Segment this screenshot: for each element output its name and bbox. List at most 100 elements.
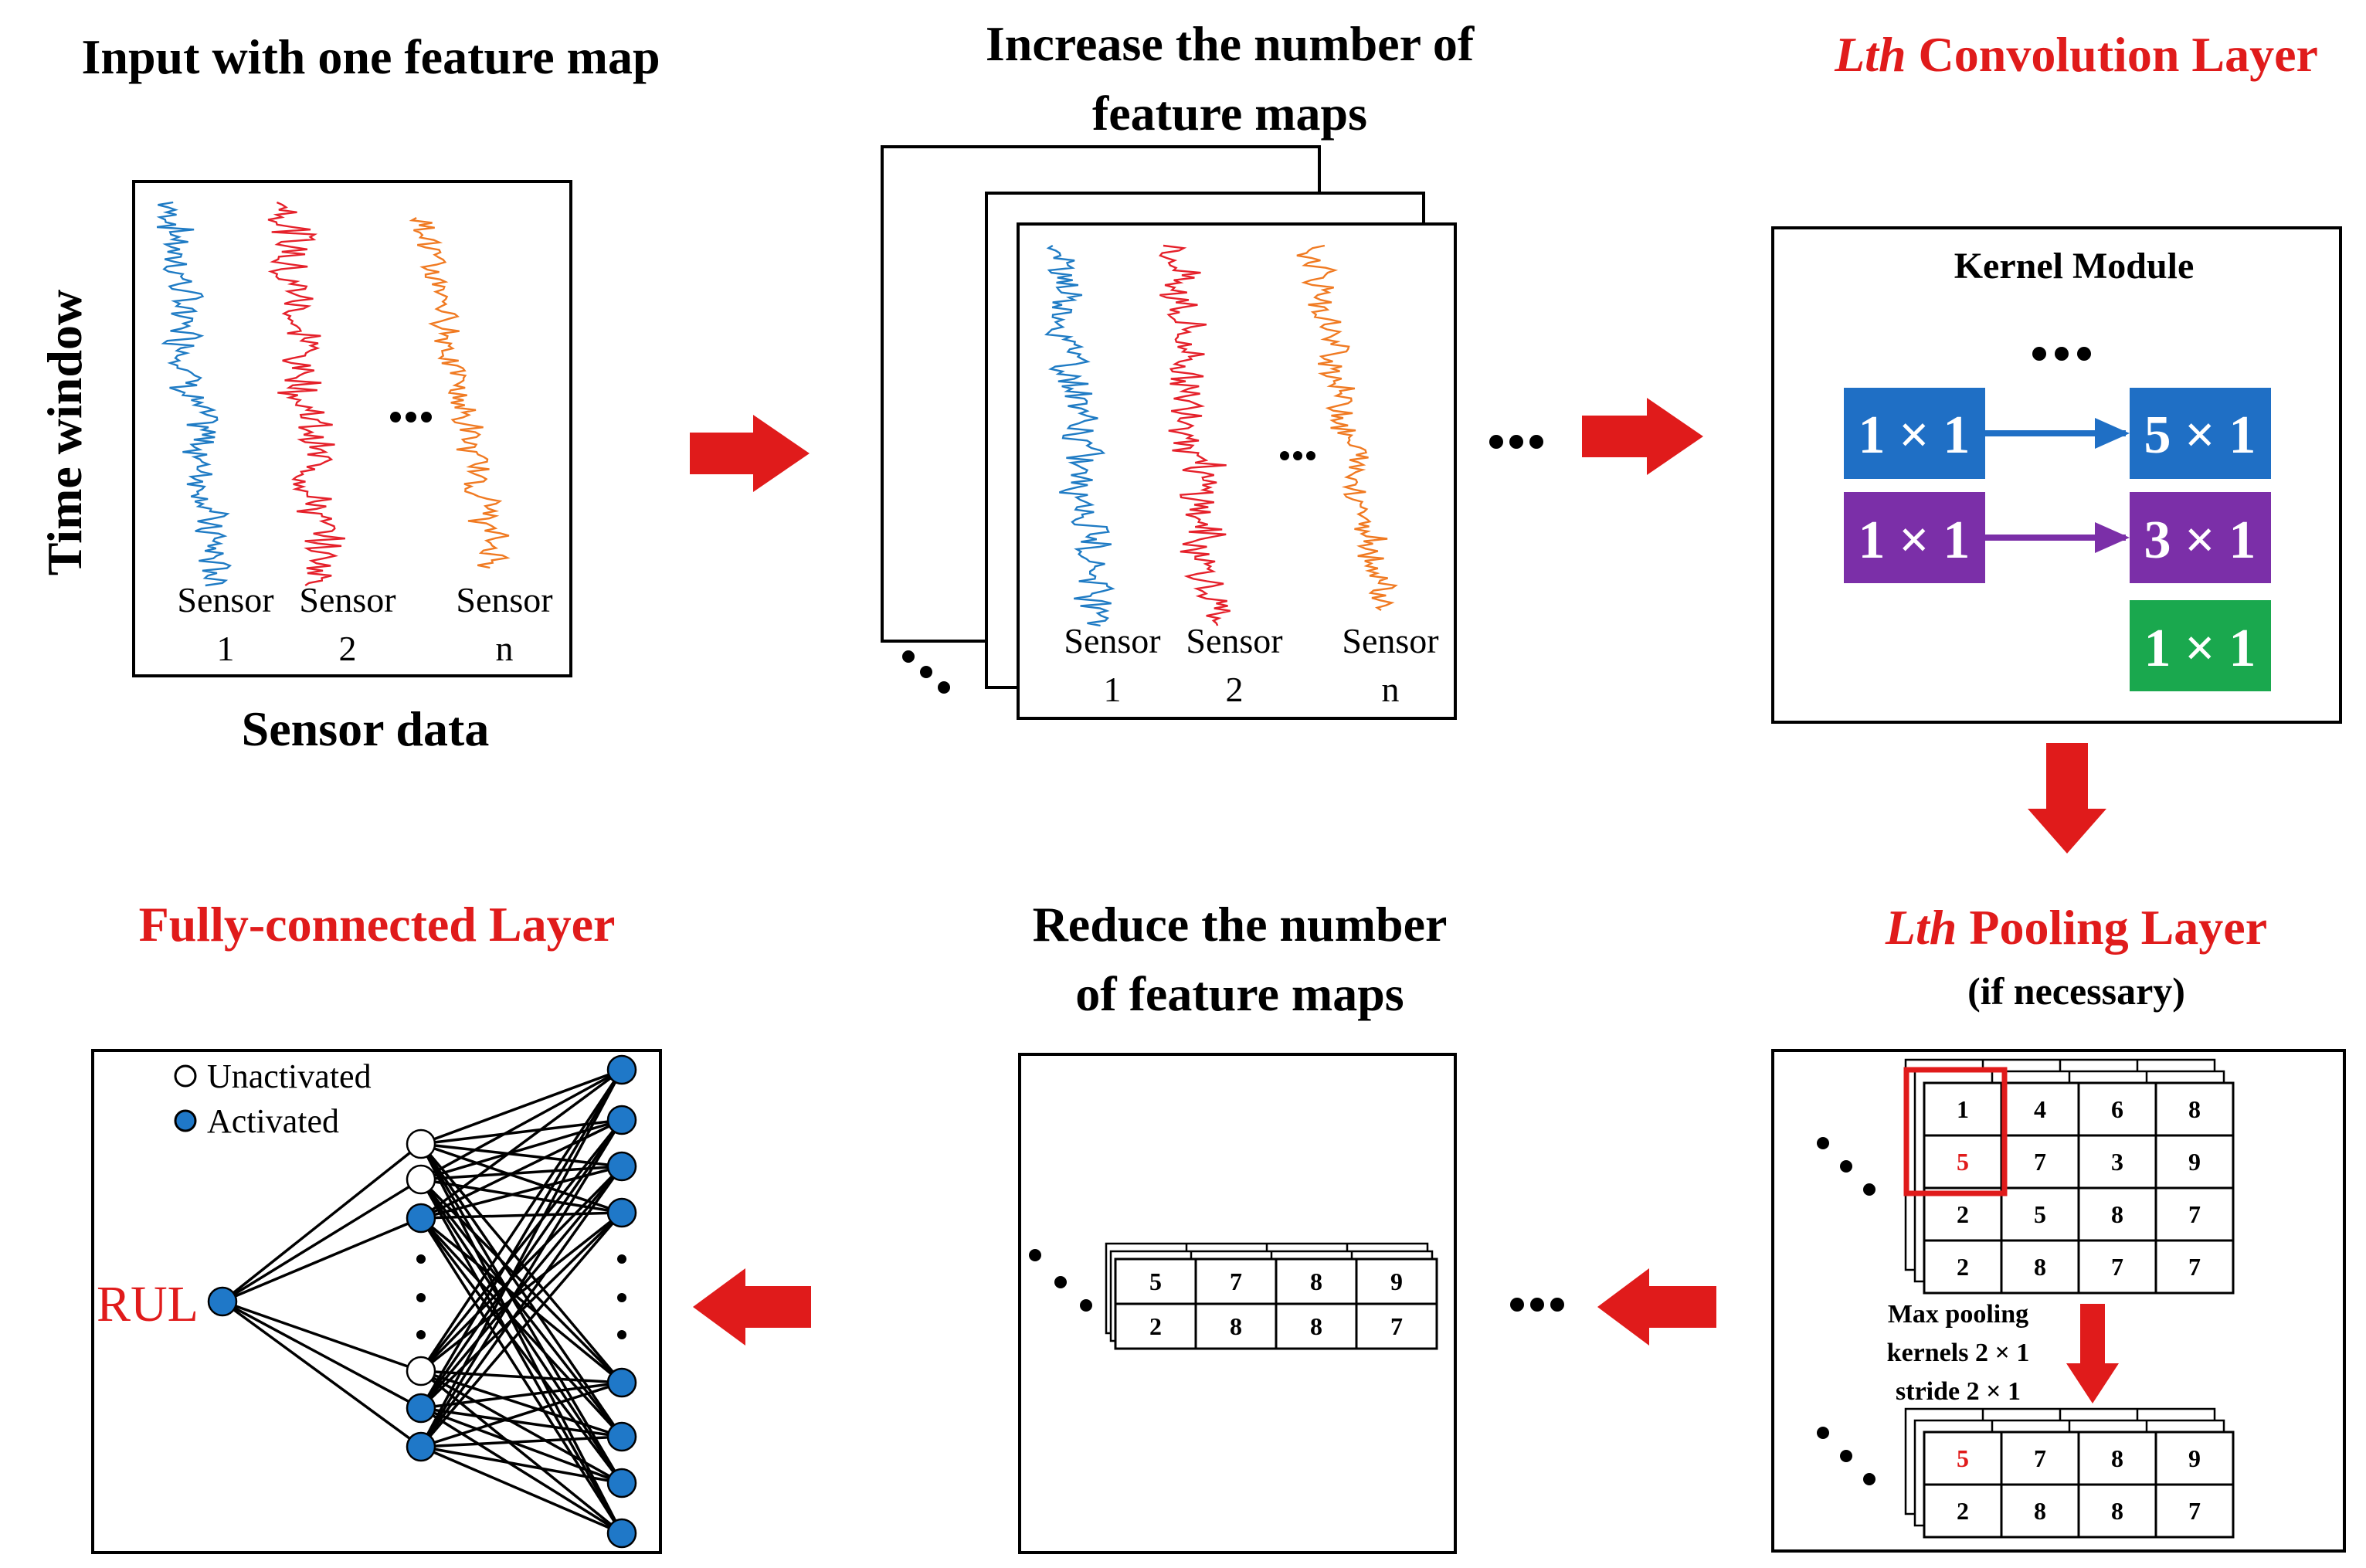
reduce-cell-value: 8 <box>1230 1312 1242 1340</box>
time-window-label: Time window <box>37 290 92 575</box>
fc-box <box>91 1049 662 1554</box>
p2-sensor1-label: Sensor <box>1064 621 1160 660</box>
reduce-cell-value: 7 <box>1390 1312 1403 1340</box>
fc-edge <box>419 1165 623 1373</box>
reduce-cell-value: 8 <box>1310 1312 1322 1340</box>
pool-before-cell-value: 7 <box>2111 1253 2123 1281</box>
fc-edge-input <box>221 1142 423 1303</box>
reduce-ellipsis <box>1029 1249 1092 1312</box>
legend-unactivated-label: Unactivated <box>207 1057 372 1095</box>
fc-edge <box>420 1381 623 1410</box>
pool-arrow-down <box>2066 1304 2119 1403</box>
pool-after-cell-value: 5 <box>1957 1444 1969 1472</box>
input-sensor-signals <box>156 201 511 587</box>
fc-edge <box>419 1217 623 1384</box>
fc-output-ellipsis-dot <box>617 1293 626 1302</box>
kernel-1x1-green-label: 1 × 1 <box>2144 619 2256 678</box>
p1-sensor1-trace <box>156 201 233 587</box>
fc-edge-input <box>222 1178 422 1303</box>
fc-edge <box>419 1118 623 1410</box>
pool-after-cell-value: 2 <box>1957 1497 1969 1525</box>
fc-node-activated <box>606 1468 637 1498</box>
p1-sensor2-trace <box>267 201 346 586</box>
ellipsis-before-reduce <box>1510 1298 1564 1312</box>
pool-before-cell-value: 7 <box>2034 1148 2046 1176</box>
arrow-down <box>2028 743 2106 854</box>
pool-before-cell-value: 2 <box>1957 1253 1969 1281</box>
fc-edge <box>420 1435 623 1448</box>
fc-edge <box>419 1217 623 1438</box>
fc-edge <box>420 1068 623 1145</box>
arrow-left-1 <box>1597 1268 1716 1346</box>
pool-after-cell-value: 8 <box>2111 1444 2123 1472</box>
fc-node-activated <box>606 1151 637 1182</box>
fc-edge <box>419 1118 623 1373</box>
kernel-arrow-purple-head <box>2095 522 2130 553</box>
fc-edge <box>419 1069 623 1409</box>
pool-before-cell <box>2154 1239 2235 1295</box>
p1-sensor2-index: 2 <box>339 629 357 668</box>
fc-edge-input <box>222 1217 422 1303</box>
p1-sensor2-label: Sensor <box>299 580 395 619</box>
fc-edge <box>419 1211 623 1410</box>
fc-hidden-ellipsis-dot <box>416 1293 426 1302</box>
fc-output-ellipsis-dot <box>617 1330 626 1339</box>
p1-sensorn-index: n <box>496 629 514 668</box>
pool-before-cell-value: 6 <box>2111 1095 2123 1123</box>
kernel-5x1 <box>2130 388 2271 479</box>
fc-node-activated <box>606 1197 637 1228</box>
kernel-1x1-purple <box>1844 492 1985 583</box>
kernel-1x1-purple-label: 1 × 1 <box>1859 511 1971 570</box>
legend-activated-label: Activated <box>207 1102 339 1140</box>
kernel-module-ellipsis <box>2032 347 2091 361</box>
fc-edges <box>221 1068 623 1535</box>
fc-edge <box>419 1211 623 1373</box>
kernel-1x1-blue-label: 1 × 1 <box>1859 406 1971 465</box>
fc-node-unactivated <box>406 1128 436 1159</box>
p1-sensorn-trace <box>409 216 511 569</box>
panel-reduce-title-1: Reduce the number <box>1033 897 1448 952</box>
fc-edge <box>419 1068 623 1220</box>
fc-edge <box>419 1119 623 1448</box>
fc-node-activated <box>406 1203 436 1234</box>
fc-edge-input <box>221 1300 423 1448</box>
p1-sensorn-label: Sensor <box>456 580 552 619</box>
reduce-cell-value: 7 <box>1230 1268 1242 1295</box>
reduce-cell-value: 5 <box>1149 1268 1162 1295</box>
panel-fully-connected: Fully-connected Layer Unactivated Activa… <box>91 897 662 1554</box>
p2-ellipsis <box>1280 451 1315 460</box>
reduce-cell-value: 8 <box>1310 1268 1322 1295</box>
p2-sensorn-label: Sensor <box>1342 621 1438 660</box>
fc-edge <box>419 1165 623 1448</box>
pool-before-cell-value: 7 <box>2188 1253 2201 1281</box>
panel-pooling-title: Lth Pooling Layer <box>1885 900 2267 955</box>
p2-sensor1-trace <box>1044 244 1115 627</box>
p1-ellipsis <box>390 412 432 423</box>
reduce-cell-value: 2 <box>1149 1312 1162 1340</box>
fc-edge <box>420 1445 623 1535</box>
fc-edge <box>420 1118 623 1220</box>
pool-after-cell-value: 8 <box>2111 1497 2123 1525</box>
pool-label-3: stride 2 × 1 <box>1896 1377 2021 1406</box>
panel-increase-title-1: Increase the number of <box>986 16 1475 71</box>
kernel-3x1-label: 3 × 1 <box>2144 511 2256 570</box>
panel-reduce-title-2: of feature maps <box>1075 966 1404 1021</box>
arrow-left-2 <box>693 1268 811 1346</box>
fc-edge <box>419 1165 623 1410</box>
fc-edge <box>419 1069 623 1448</box>
pool-after-cell-value: 8 <box>2034 1497 2046 1525</box>
rul-label: RUL <box>97 1276 199 1332</box>
kernel-1x1-blue <box>1844 388 1985 479</box>
legend-unactivated-marker <box>174 1064 197 1088</box>
pool-before-cell-value: 9 <box>2188 1148 2201 1176</box>
fc-edge <box>419 1211 623 1448</box>
pool-before-cell-value: 5 <box>1957 1148 1969 1176</box>
fc-node-unactivated <box>406 1356 436 1386</box>
panel-input: Input with one feature map Time window S… <box>37 29 660 756</box>
kernel-1x1-green <box>2130 600 2271 691</box>
fc-node-activated <box>406 1393 436 1424</box>
